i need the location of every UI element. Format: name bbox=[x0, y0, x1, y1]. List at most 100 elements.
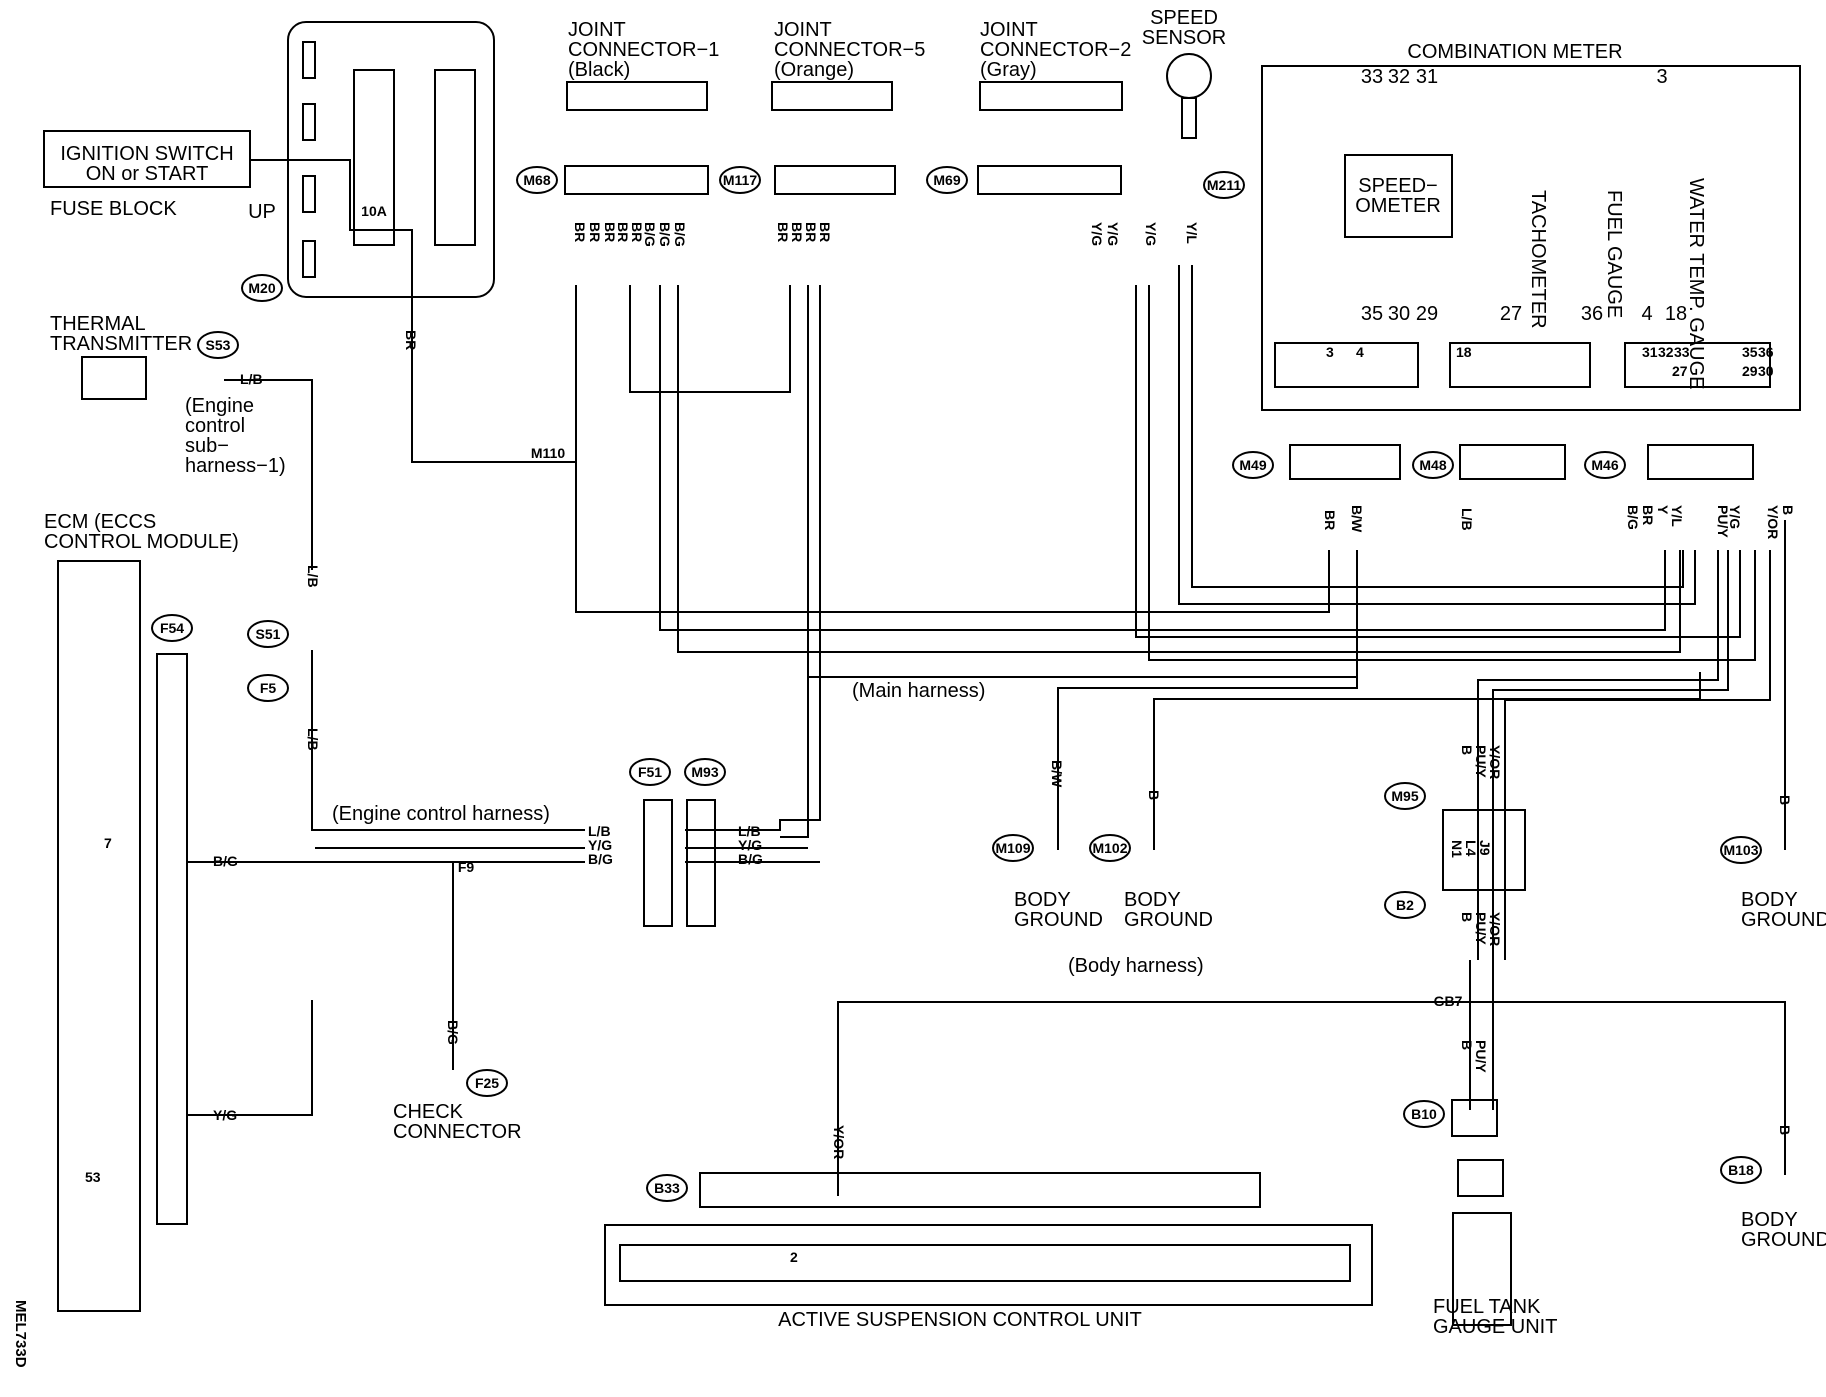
s53-connector-id: S53 bbox=[206, 337, 231, 353]
m49-connector-id-badge bbox=[1232, 451, 1274, 479]
meter-conn-a-pin-1: 3 bbox=[1326, 344, 1334, 360]
joint-connector-2-label-line-3: (Gray) bbox=[980, 59, 1037, 81]
body-ground-m109-label-line-2: GROUND bbox=[1014, 909, 1103, 931]
m103-connector-id: M103 bbox=[1723, 842, 1758, 858]
s51-connector-id-badge bbox=[247, 620, 289, 648]
meter-conn-c-pin-2: 32 bbox=[1658, 344, 1674, 360]
meter-conn-c-pin-8: 30 bbox=[1758, 363, 1774, 379]
jc5-wire-2: BR bbox=[789, 222, 805, 242]
meter-conn-c-pin-7: 29 bbox=[1742, 363, 1758, 379]
engine-sub-harness-label-line-4: harness−1) bbox=[185, 455, 286, 477]
b18-wire: B bbox=[1777, 1125, 1793, 1135]
speed-sensor-label-line-2: SENSOR bbox=[1142, 27, 1226, 49]
engine-sub-harness-label-line-3: sub− bbox=[185, 435, 229, 457]
b33-connector-id-badge bbox=[646, 1174, 688, 1202]
f54-connector-id-badge bbox=[151, 614, 193, 642]
meter-conn-a-pin-2: 4 bbox=[1356, 344, 1364, 360]
m95-connector-id: M95 bbox=[1391, 788, 1418, 804]
s51-top-wire: L/B bbox=[305, 565, 321, 588]
fuel-tank-gauge-unit-label-line-1: FUEL TANK bbox=[1433, 1296, 1541, 1318]
meter-bottom-pin-2: 30 bbox=[1388, 303, 1410, 325]
body-ground-b18-label-line-1: BODY bbox=[1741, 1209, 1798, 1231]
body-ground-m103-label-line-1: BODY bbox=[1741, 889, 1798, 911]
jc2-wire-3: Y/G bbox=[1143, 222, 1159, 246]
check-connector-label-line-1: CHECK bbox=[393, 1101, 464, 1123]
jc1-wire-3: BR bbox=[602, 222, 618, 242]
meter-bottom-pin-5: 36 bbox=[1581, 303, 1603, 325]
m95-top-wire-2: PU/Y bbox=[1473, 745, 1489, 778]
m103-connector-id-badge bbox=[1720, 836, 1762, 864]
m95-pin-1: J9 bbox=[1477, 840, 1493, 856]
m103-wire: B bbox=[1777, 795, 1793, 805]
b33-wire: Y/OR bbox=[831, 1125, 847, 1159]
m68-connector-id-badge bbox=[516, 166, 558, 194]
up-label: UP bbox=[248, 201, 276, 223]
meter-top-pin-3: 31 bbox=[1416, 66, 1438, 88]
ecm-7-wire: B/G bbox=[213, 853, 238, 869]
ecm-label-line-2: CONTROL MODULE) bbox=[44, 531, 239, 553]
m102-wire: B bbox=[1146, 790, 1162, 800]
asc-pin-2: 2 bbox=[790, 1249, 798, 1265]
s53-connector-id-badge bbox=[197, 331, 239, 359]
meter-bottom-pin-3: 29 bbox=[1416, 303, 1438, 325]
speedometer-label-line-1: SPEED− bbox=[1358, 175, 1437, 197]
m93-wire-2: Y/G bbox=[738, 837, 762, 853]
m48-connector-id: M48 bbox=[1419, 457, 1446, 473]
ignition-switch-label-line-1: IGNITION SWITCH bbox=[60, 143, 233, 165]
engine-sub-harness-label-line-2: control bbox=[185, 415, 245, 437]
ecm-53-wire: Y/G bbox=[213, 1107, 237, 1123]
m69-connector-id: M69 bbox=[933, 172, 960, 188]
main-harness-label: (Main harness) bbox=[852, 680, 985, 702]
body-ground-b18-label-line-2: GROUND bbox=[1741, 1229, 1826, 1251]
active-suspension-label: ACTIVE SUSPENSION CONTROL UNIT bbox=[778, 1309, 1142, 1331]
m69-connector-id-badge bbox=[926, 166, 968, 194]
m49-connector-id: M49 bbox=[1239, 457, 1266, 473]
m46-wire-6: Y/G bbox=[1727, 505, 1743, 529]
m95-top-wire-3: Y/OR bbox=[1487, 745, 1503, 779]
m93-wire-1: L/B bbox=[738, 823, 761, 839]
m46-wire-2: BR bbox=[1640, 505, 1656, 525]
m93-connector-id: M93 bbox=[691, 764, 718, 780]
jc1-wire-7: B/G bbox=[657, 222, 673, 247]
m109-wire: B/W bbox=[1049, 760, 1065, 788]
speedometer-label-line-2: OMETER bbox=[1355, 195, 1441, 217]
body-ground-m102-label-line-2: GROUND bbox=[1124, 909, 1213, 931]
meter-conn-c-pin-6: 36 bbox=[1758, 344, 1774, 360]
f51-connector-id: F51 bbox=[638, 764, 662, 780]
m95-bottom-wire-3: Y/OR bbox=[1487, 912, 1503, 946]
m46-wire-3: Y bbox=[1655, 505, 1671, 515]
components bbox=[43, 21, 1801, 1326]
gb7-down-wire-2: PU/Y bbox=[1473, 1040, 1489, 1073]
body-ground-m109-label-line-1: BODY bbox=[1014, 889, 1071, 911]
jc5-wire-4: BR bbox=[817, 222, 833, 242]
m46-connector-id-badge bbox=[1584, 451, 1626, 479]
m20-connector-id: M20 bbox=[248, 280, 275, 296]
jc5-wire-3: BR bbox=[803, 222, 819, 242]
check-connector-label-line-2: CONNECTOR bbox=[393, 1121, 522, 1143]
m95-pin-2: L4 bbox=[1463, 840, 1479, 857]
body-harness-label: (Body harness) bbox=[1068, 955, 1204, 977]
figure-code: MEL733D bbox=[12, 1300, 29, 1368]
m102-connector-id: M102 bbox=[1092, 840, 1127, 856]
m95-connector-id-badge bbox=[1384, 782, 1426, 810]
meter-bottom-pin-6: 4 bbox=[1641, 303, 1652, 325]
f51-connector-id-badge bbox=[629, 758, 671, 786]
f54-connector-id: F54 bbox=[160, 620, 184, 636]
meter-bottom-pin-4: 27 bbox=[1500, 303, 1522, 325]
splice-f9: F9 bbox=[458, 859, 475, 875]
joint-connector-5-label-line-3: (Orange) bbox=[774, 59, 854, 81]
thermal-transmitter-label-line-1: THERMAL bbox=[50, 313, 146, 335]
fuel-tank-gauge-unit-label-line-2: GAUGE UNIT bbox=[1433, 1316, 1557, 1338]
jc1-wire-2: BR bbox=[587, 222, 603, 242]
fuse-block-label: FUSE BLOCK bbox=[50, 198, 177, 220]
fuse-rating: 10A bbox=[361, 203, 387, 219]
water-temp-gauge-label: WATER TEMP. GAUGE bbox=[1685, 178, 1707, 390]
jc1-wire-4: BR bbox=[615, 222, 631, 242]
m93-wire-3: B/G bbox=[738, 851, 763, 867]
m95-top-wire-1: B bbox=[1459, 745, 1475, 755]
m48-connector-id-badge bbox=[1412, 451, 1454, 479]
m46-wire-8: B bbox=[1780, 505, 1796, 515]
jc2-wire-2: Y/G bbox=[1105, 222, 1121, 246]
engine-sub-harness-label-line-1: (Engine bbox=[185, 395, 254, 417]
